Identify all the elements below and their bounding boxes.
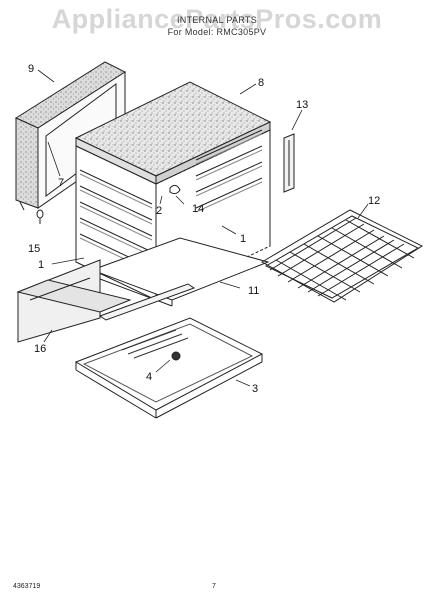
callout-3: 3: [252, 383, 258, 395]
callout-15: 15: [28, 243, 40, 255]
callout-8: 8: [258, 77, 264, 89]
callout-12: 12: [368, 195, 380, 207]
callout-13: 13: [296, 99, 308, 111]
model-line: For Model: RMC305PV: [167, 27, 267, 37]
part-8-top-insulation: [74, 81, 272, 185]
callout-2: 2: [156, 205, 162, 217]
watermark: AppliancePartsPros.com: [51, 4, 383, 34]
part-16-front-trim: [16, 259, 132, 343]
part-3-bottom-pan: [74, 317, 264, 419]
callout-7: 7: [58, 177, 64, 189]
callout-4: 4: [146, 371, 152, 383]
callout-1-left: 1: [38, 259, 44, 271]
document-number: 4363719: [13, 583, 41, 590]
callout-11: 11: [248, 285, 259, 297]
part-14-clip: [169, 184, 181, 195]
part-12-oven-rack: [260, 209, 424, 303]
part-4-element: [98, 283, 196, 361]
callout-14: 14: [192, 203, 204, 215]
callout-9: 9: [28, 63, 34, 75]
diagram-title: INTERNAL PARTS: [176, 15, 258, 25]
callout-16: 16: [34, 343, 46, 355]
callout-1-right: 1: [240, 233, 246, 245]
page-number: 7: [212, 583, 216, 590]
part-15-screw: [36, 209, 44, 224]
part-13-bracket: [283, 133, 295, 193]
